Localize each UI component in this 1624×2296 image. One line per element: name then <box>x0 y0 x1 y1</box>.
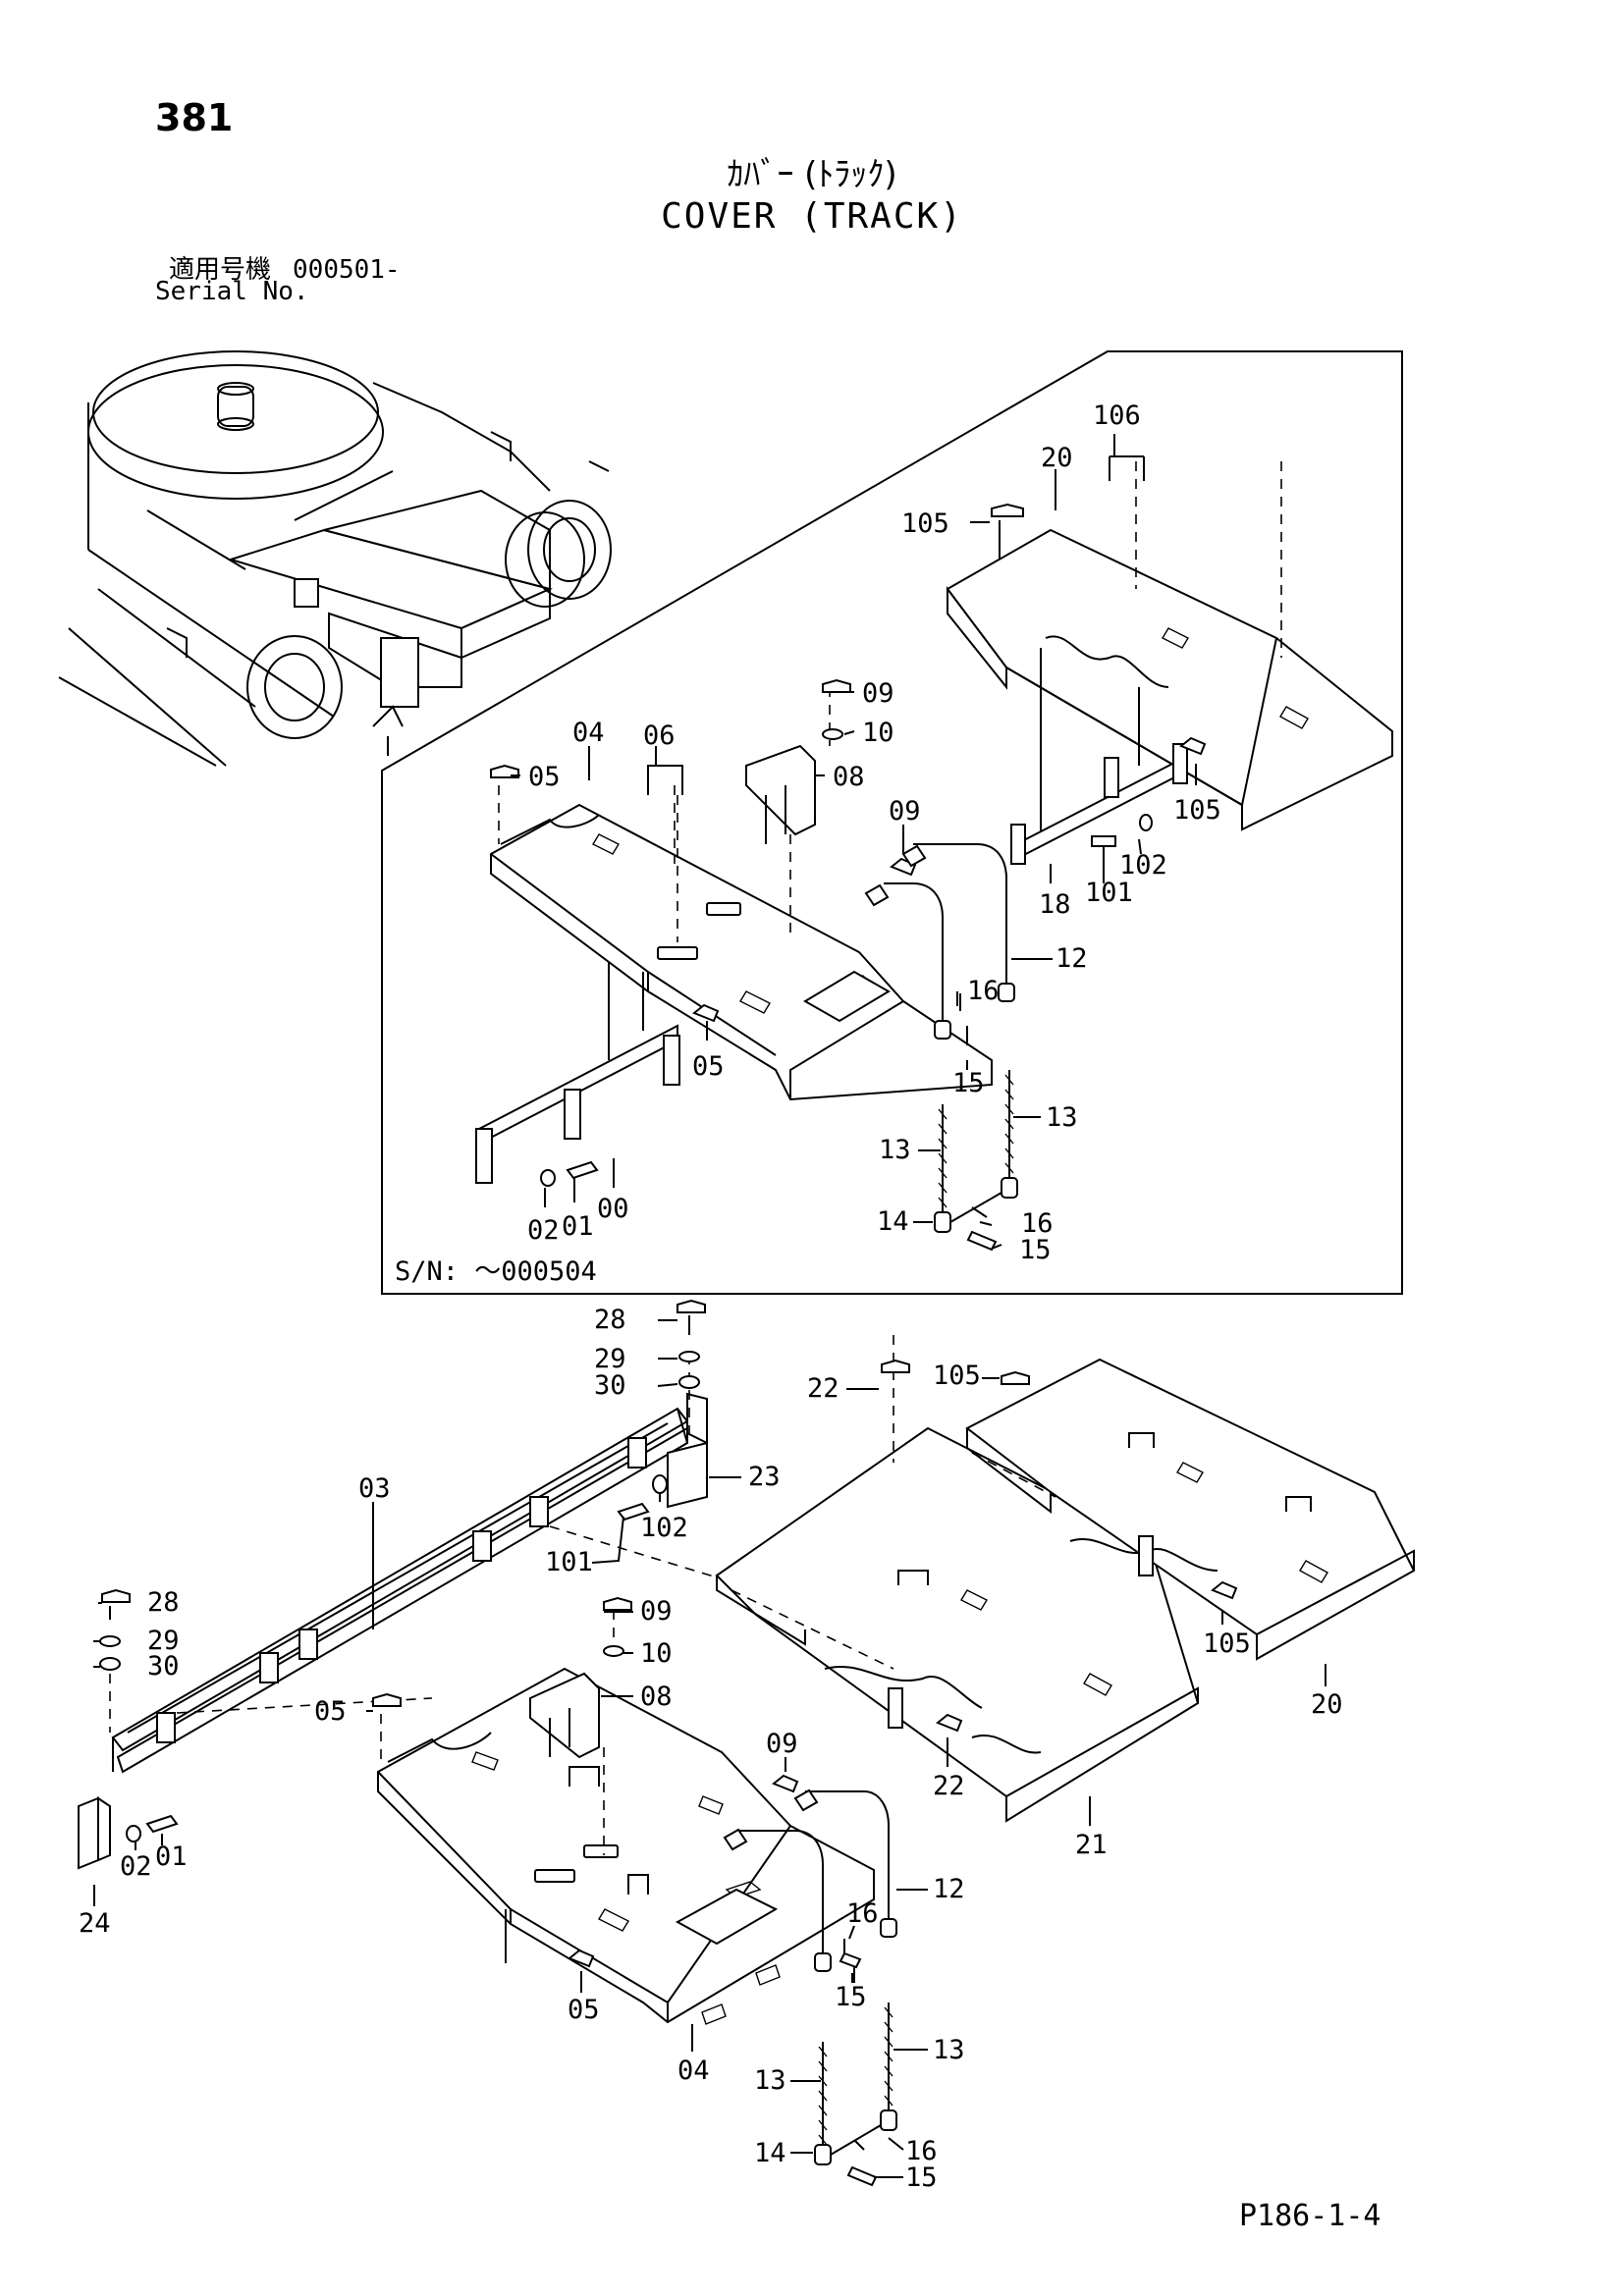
callout-06: 06 <box>643 721 676 751</box>
callout-30: 30 <box>594 1370 626 1401</box>
callout-10: 10 <box>862 718 894 748</box>
callout-09: 09 <box>889 796 921 827</box>
callout-09: 09 <box>862 678 894 709</box>
callout-22: 22 <box>807 1373 839 1404</box>
callout-00: 00 <box>597 1194 629 1224</box>
callout-18: 18 <box>1039 889 1071 920</box>
callout-04: 04 <box>572 718 605 748</box>
callout-05: 05 <box>568 1995 600 2025</box>
callout-16: 16 <box>905 2136 938 2166</box>
callout-16: 16 <box>967 976 1000 1006</box>
callout-09: 09 <box>766 1729 798 1759</box>
callout-15: 15 <box>905 2163 938 2193</box>
callout-29: 29 <box>594 1344 626 1374</box>
callout-12: 12 <box>1056 943 1088 974</box>
callout-10: 10 <box>640 1638 673 1669</box>
callout-106: 106 <box>1093 400 1141 431</box>
callout-leaders <box>93 434 1326 2178</box>
serial-label-japanese: 適用号機 000501- <box>169 249 401 286</box>
callout-29: 29 <box>147 1626 180 1656</box>
callout-13: 13 <box>933 2035 965 2065</box>
callout-24: 24 <box>79 1908 111 1939</box>
callout-16: 16 <box>846 1898 879 1929</box>
callout-30: 30 <box>147 1651 180 1682</box>
callout-102: 102 <box>640 1513 688 1543</box>
callout-13: 13 <box>754 2065 786 2096</box>
serial-value: 000501- <box>293 255 401 285</box>
callout-05: 05 <box>314 1696 347 1727</box>
inset-box: S/N: ～000504 <box>381 350 1403 1295</box>
callout-05: 05 <box>528 762 561 792</box>
callout-03: 03 <box>358 1473 391 1504</box>
callout-101: 101 <box>1085 878 1133 908</box>
serial-label-english: Serial No. <box>155 277 309 306</box>
callout-14: 14 <box>877 1206 909 1237</box>
callout-12: 12 <box>933 1874 965 1904</box>
callout-02: 02 <box>120 1851 152 1882</box>
callout-13: 13 <box>879 1135 911 1165</box>
callout-08: 08 <box>833 762 865 792</box>
callout-16: 16 <box>1021 1208 1054 1239</box>
callout-05: 05 <box>692 1051 725 1082</box>
title-english: COVER (TRACK) <box>661 196 963 237</box>
main-drawing <box>78 1299 1416 2187</box>
callout-28: 28 <box>594 1305 626 1335</box>
callout-22: 22 <box>933 1771 965 1801</box>
callout-105: 105 <box>1173 795 1221 826</box>
callout-14: 14 <box>754 2138 786 2168</box>
callout-labels-inset: 106 20 105 105 101 102 18 09 10 08 09 04… <box>527 400 1221 1265</box>
overview-illustration <box>58 350 612 767</box>
callout-102: 102 <box>1119 850 1167 881</box>
callout-101: 101 <box>545 1547 593 1577</box>
inset-serial-note: S/N: ～000504 <box>395 1256 597 1287</box>
callout-21: 21 <box>1075 1830 1108 1860</box>
callout-105: 105 <box>1203 1629 1251 1659</box>
title-japanese: ｶﾊﾞｰ (ﾄﾗｯｸ) <box>727 155 897 194</box>
footer-code: P186-1-4 <box>1239 2199 1381 2233</box>
page-number: 381 <box>155 96 234 139</box>
callout-105: 105 <box>933 1361 981 1391</box>
callout-15: 15 <box>952 1068 985 1098</box>
callout-08: 08 <box>640 1682 673 1712</box>
callout-01: 01 <box>155 1842 188 1872</box>
callout-09: 09 <box>640 1596 673 1627</box>
callout-04: 04 <box>677 2056 710 2086</box>
callout-01: 01 <box>562 1211 594 1242</box>
callout-23: 23 <box>748 1462 781 1492</box>
serial-jp-label: 適用号機 <box>169 255 272 285</box>
callout-13: 13 <box>1046 1102 1078 1133</box>
callout-20: 20 <box>1041 443 1073 473</box>
callout-105: 105 <box>901 508 949 539</box>
callout-labels-main: 28 29 30 22 105 03 23 102 101 28 29 30 0… <box>79 1305 1343 2193</box>
callout-02: 02 <box>527 1215 560 1246</box>
callout-15: 15 <box>835 1982 867 2012</box>
callout-20: 20 <box>1311 1689 1343 1720</box>
callout-28: 28 <box>147 1587 180 1618</box>
callout-15: 15 <box>1019 1235 1052 1265</box>
